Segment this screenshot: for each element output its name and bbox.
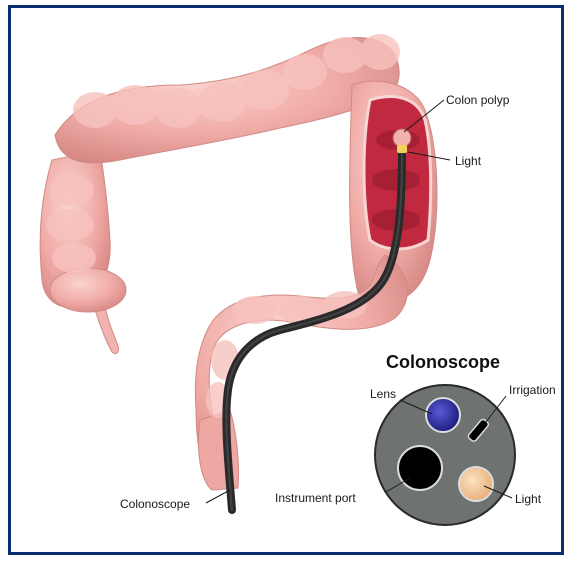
inset-title: Colonoscope: [386, 352, 500, 372]
label-lens: Lens: [370, 387, 396, 401]
colonoscope-tip-inset: Colonoscope Lens Instrument port Irrigat…: [275, 352, 556, 525]
instrument-port: [398, 446, 442, 490]
label-instrument-port: Instrument port: [275, 491, 356, 505]
label-light-tip: Light: [515, 492, 542, 506]
label-irrigation: Irrigation: [509, 383, 556, 397]
label-colon-polyp: Colon polyp: [446, 93, 510, 107]
cecum: [50, 268, 126, 312]
light-lens: [459, 467, 493, 501]
label-light-top: Light: [455, 154, 482, 168]
label-colonoscope-tube: Colonoscope: [120, 497, 190, 511]
lens: [426, 398, 460, 432]
colon: [40, 34, 437, 490]
colon-polyp: [393, 129, 411, 147]
scope-tip-light: [397, 145, 407, 153]
